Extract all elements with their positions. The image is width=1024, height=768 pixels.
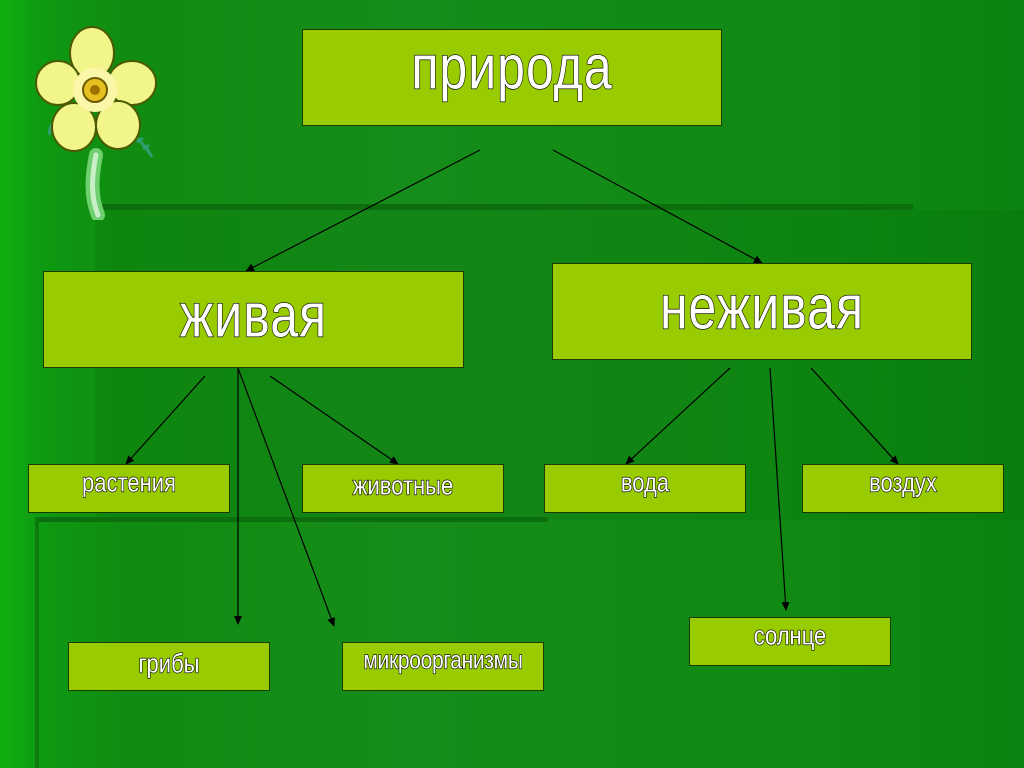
air-node-label: воздух	[869, 467, 938, 498]
arrow-nonliving-to-water	[625, 367, 731, 465]
microorganisms-node-label: микроорганизмы	[363, 646, 524, 675]
arrow-living-to-plants	[125, 375, 206, 465]
sun-node-label: солнце	[753, 620, 827, 651]
plants-node-label: растения	[82, 467, 177, 498]
arrow-living-to-microorganisms	[237, 367, 335, 627]
nonliving-node-box: неживая	[552, 263, 972, 360]
water-node-box: вода	[544, 464, 746, 513]
root-node-box: природа	[302, 29, 722, 126]
water-node-label: вода	[620, 467, 670, 498]
nonliving-node-label: неживая	[659, 272, 865, 343]
sun-node-box: солнце	[689, 617, 891, 666]
root-node-label: природа	[411, 32, 613, 103]
decor-stripe-left	[35, 517, 39, 768]
arrow-root-to-living	[245, 149, 481, 272]
flower-icon	[35, 26, 157, 220]
fungi-node-label: грибы	[138, 648, 200, 679]
arrow-nonliving-to-air	[810, 367, 899, 465]
animals-node-label: животные	[352, 470, 454, 501]
arrow-nonliving-to-sun	[769, 367, 790, 611]
decor-stripe-bottom	[35, 517, 548, 522]
animals-node-box: животные	[302, 464, 504, 513]
living-node-label: живая	[179, 280, 328, 351]
living-node-box: живая	[43, 271, 464, 368]
plants-node-box: растения	[28, 464, 230, 513]
microorganisms-node-box: микроорганизмы	[342, 642, 544, 691]
decor-stripe-top	[95, 204, 913, 210]
arrow-living-to-animals	[269, 375, 399, 465]
arrow-root-to-nonliving	[552, 149, 763, 264]
air-node-box: воздух	[802, 464, 1004, 513]
fungi-node-box: грибы	[68, 642, 270, 691]
